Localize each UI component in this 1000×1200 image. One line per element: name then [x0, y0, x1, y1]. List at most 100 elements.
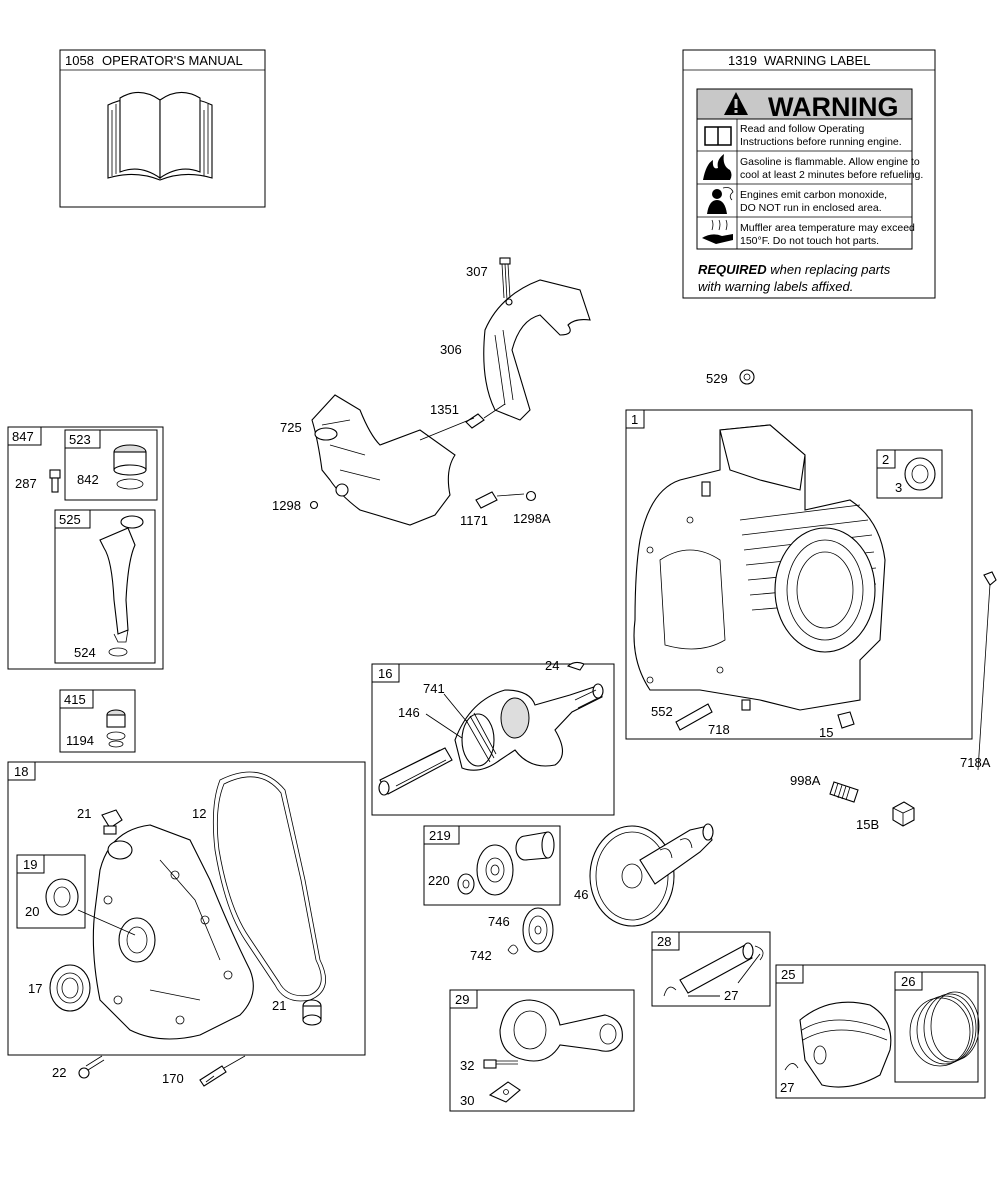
- group-1: 1 2: [625, 409, 973, 740]
- warning-label-title: WARNING LABEL: [764, 53, 870, 68]
- dipstick-cap-523: [113, 444, 147, 490]
- operator-manual-box: 1058 OPERATOR'S MANUAL: [59, 49, 266, 208]
- part-label-742: 742: [470, 948, 492, 963]
- part-label-170: 170: [162, 1071, 184, 1086]
- part-label-220: 220: [428, 873, 450, 888]
- group-523: 523: [64, 429, 158, 501]
- part-label-17: 17: [28, 981, 42, 996]
- group-525-label: 525: [59, 512, 81, 527]
- group-1-label: 1: [631, 412, 638, 427]
- gear-219: [476, 844, 514, 896]
- warning-required-line-1: REQUIRED when replacing parts: [698, 262, 891, 277]
- stud-170: [199, 1055, 246, 1087]
- group-28: 28: [651, 931, 771, 1007]
- group-847-label: 847: [12, 429, 34, 444]
- part-label-552: 552: [651, 704, 673, 719]
- piston: [799, 1001, 892, 1088]
- nut-529: [739, 369, 755, 385]
- part-label-15B: 15B: [856, 817, 879, 832]
- part-label-741: 741: [423, 681, 445, 696]
- part-label-307: 307: [466, 264, 488, 279]
- part-label-1298: 1298: [272, 498, 301, 513]
- part-label-15: 15: [819, 725, 833, 740]
- group-16-label: 16: [378, 666, 392, 681]
- pin-718: [741, 699, 751, 711]
- flame-icon: [703, 154, 732, 180]
- book-icon: [107, 91, 213, 181]
- part-label-529: 529: [706, 371, 728, 386]
- group-25: 25 26: [775, 964, 986, 1099]
- group-28-label: 28: [657, 934, 671, 949]
- part-label-718: 718: [708, 722, 730, 737]
- connecting-rod: [499, 999, 623, 1062]
- group-29-label: 29: [455, 992, 469, 1007]
- warning-line-4b: 150°F. Do not touch hot parts.: [740, 235, 879, 247]
- group-16: 16: [371, 663, 615, 816]
- group-525: 525: [54, 509, 156, 664]
- warning-triangle-icon: [724, 92, 748, 115]
- group-19-label: 19: [23, 857, 37, 872]
- nut-1298: [309, 500, 319, 510]
- part-label-306: 306: [440, 342, 462, 357]
- warning-line-3a: Engines emit carbon monoxide,: [740, 189, 887, 201]
- group-2: 2: [876, 449, 943, 499]
- nut-15: [837, 711, 855, 729]
- operator-manual-number: 1058: [65, 53, 94, 68]
- part-label-30: 30: [460, 1093, 474, 1108]
- bolt-32: [483, 1059, 518, 1069]
- wrist-pin-28: [679, 942, 754, 994]
- shroud-assembly: [309, 257, 591, 526]
- fitting-1351: [465, 403, 506, 429]
- dipstick-tube-524: [99, 515, 144, 643]
- part-label-24: 24: [545, 658, 559, 673]
- fitting-1171: [475, 491, 525, 509]
- seal-3: [904, 457, 936, 491]
- warning-label-box: 1319 WARNING LABEL WARNING Read: [682, 49, 936, 299]
- fitting-21-bottom: [302, 999, 322, 1026]
- part-label-1194: 1194: [66, 733, 94, 748]
- part-label-3: 3: [895, 480, 902, 495]
- gasket-12: [212, 771, 327, 1002]
- hot-surface-icon: [702, 219, 733, 244]
- part-label-20: 20: [25, 904, 39, 919]
- shroud-306: [483, 279, 591, 421]
- group-2-label: 2: [882, 452, 889, 467]
- warning-required-line-2: with warning labels affixed.: [698, 279, 853, 294]
- group-29: 29: [449, 989, 635, 1112]
- bushing-219: [515, 831, 555, 861]
- part-label-842: 842: [77, 472, 99, 487]
- part-label-32: 32: [460, 1058, 474, 1073]
- pin-552: [675, 703, 713, 731]
- key-24: [566, 661, 585, 671]
- group-18: 18 19: [7, 761, 366, 1056]
- shield-725: [311, 394, 456, 526]
- warning-line-1a: Read and follow Operating: [740, 123, 864, 135]
- part-label-146: 146: [398, 705, 420, 720]
- carbon-monoxide-icon: [707, 187, 734, 214]
- gear-746: [522, 907, 554, 953]
- manual-icon: [704, 126, 732, 146]
- warning-line-1b: Instructions before running engine.: [740, 136, 902, 148]
- group-847: 847 523 525: [7, 426, 164, 670]
- warning-line-4a: Muffler area temperature may exceed: [740, 222, 915, 234]
- nut-15B: [892, 801, 915, 827]
- camshaft-46: [589, 823, 714, 927]
- part-label-21-bottom: 21: [272, 998, 286, 1013]
- part-label-725: 725: [280, 420, 302, 435]
- clip-742: [507, 944, 519, 955]
- bolt-22: [78, 1055, 105, 1079]
- part-label-998A: 998A: [790, 773, 821, 788]
- warning-line-3b: DO NOT run in enclosed area.: [740, 202, 882, 214]
- part-labels: 307 306 1351 725 1298 1171 1298A 529 3 2…: [15, 264, 991, 1108]
- bearing-17: [49, 964, 91, 1012]
- seal-20: [45, 878, 79, 916]
- group-219-label: 219: [429, 828, 451, 843]
- piston-rings-26: [909, 991, 980, 1067]
- crankshaft: [378, 683, 604, 796]
- group-523-label: 523: [69, 432, 91, 447]
- part-label-21-top: 21: [77, 806, 91, 821]
- part-label-22: 22: [52, 1065, 66, 1080]
- warning-line-2a: Gasoline is flammable. Allow engine to: [740, 156, 920, 168]
- part-label-287: 287: [15, 476, 37, 491]
